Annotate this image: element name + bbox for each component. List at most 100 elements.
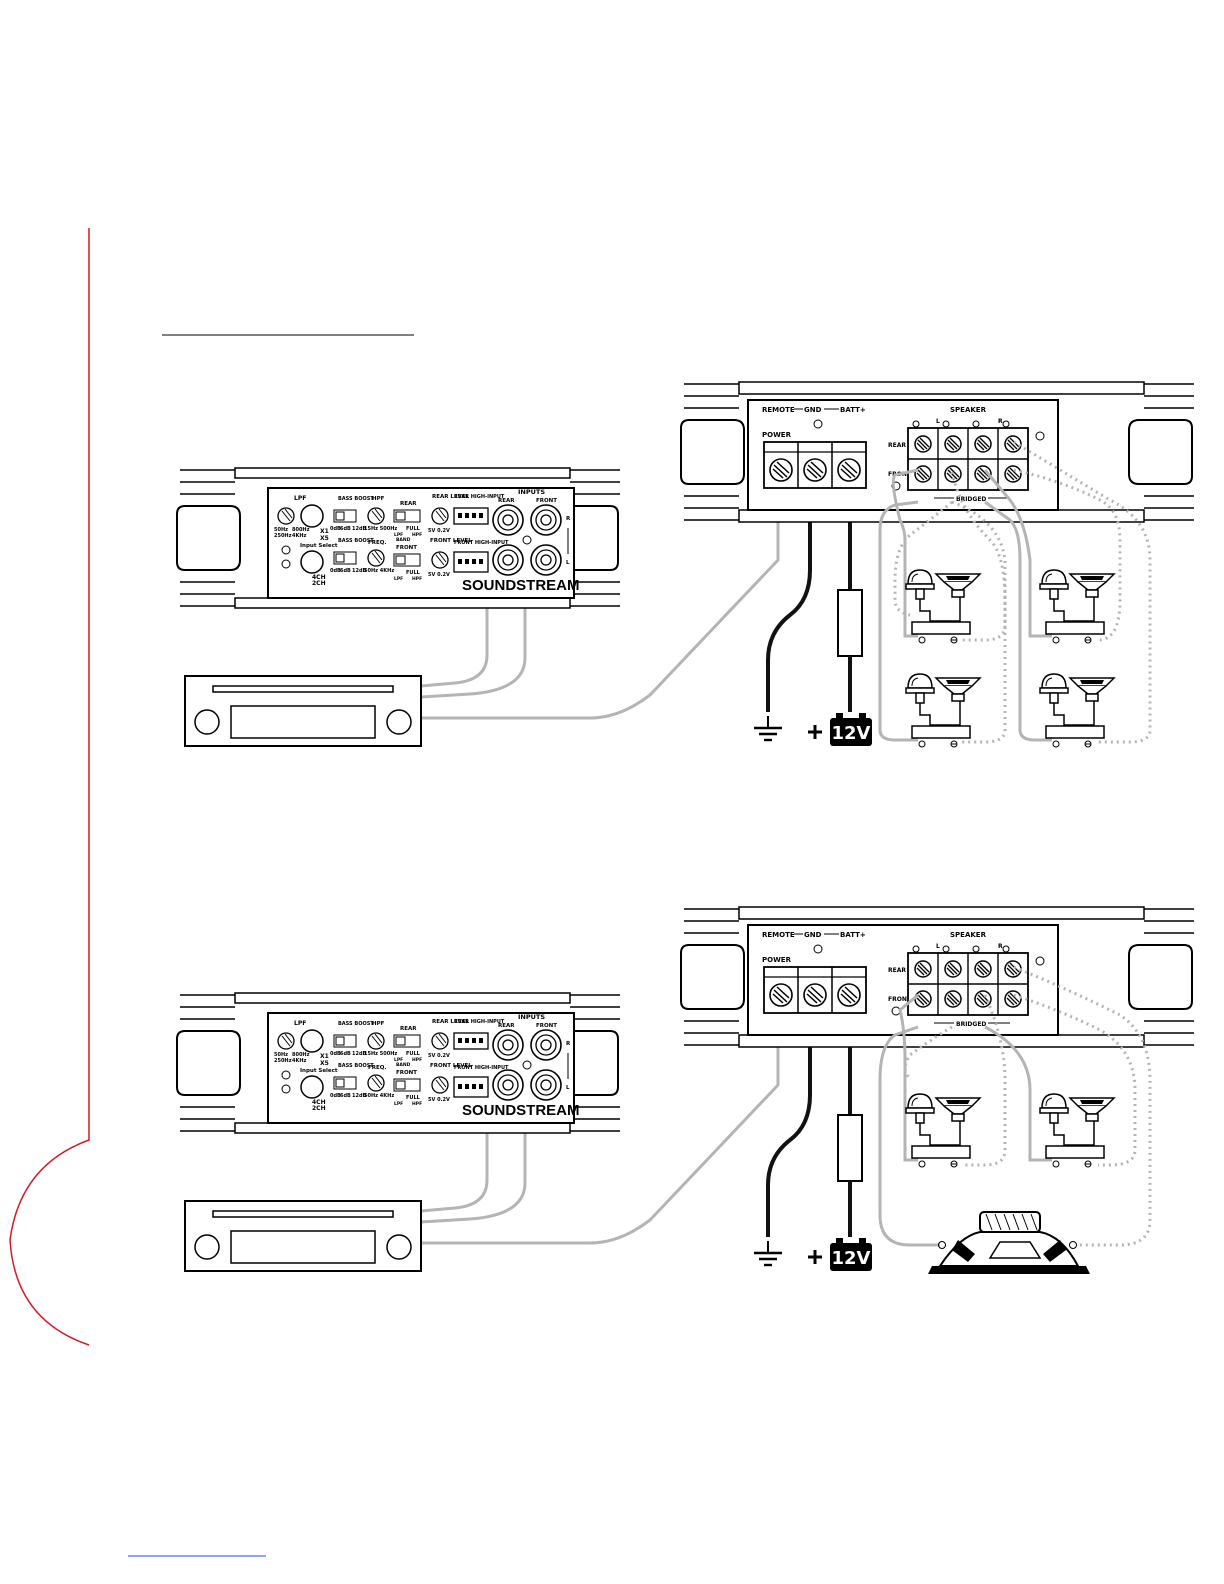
margin-line	[9, 228, 90, 1346]
l-label: L	[566, 1085, 570, 1091]
crossover-plus-terminal	[1052, 740, 1060, 748]
head-unit-knob-right	[386, 1234, 412, 1260]
front-mode-label: FRONT	[396, 1070, 417, 1076]
freq-label: FREQ.	[368, 1065, 387, 1071]
connector-pin	[465, 1084, 469, 1089]
subwoofer-icon	[928, 1266, 1090, 1274]
speaker-terminal-screw	[944, 435, 962, 453]
remote-wire	[421, 500, 780, 720]
switch-knob	[335, 511, 345, 521]
magnet-hatch	[1021, 1213, 1029, 1231]
amp-end-cap-left	[176, 1030, 241, 1096]
rca-front-l	[530, 544, 562, 576]
woofer-icon	[935, 1097, 981, 1122]
level-range-label-2: 5V 0.2V	[428, 1097, 450, 1103]
speaker-terminal-screw	[914, 435, 932, 453]
front-high-input-label: FRONT HIGH-INPUT	[454, 540, 509, 546]
bridged-label: BRIDGED	[956, 496, 986, 503]
hpf-label: HPF	[372, 1021, 385, 1027]
r-label: R	[566, 1041, 571, 1047]
r-label: R	[998, 943, 1003, 950]
amp-top-rail	[738, 381, 1145, 395]
speaker-terminal-screw	[1004, 435, 1022, 453]
speaker-terminal-screw	[944, 960, 962, 978]
ground-wire	[766, 1005, 812, 1237]
input-select-label: Input Select	[300, 543, 338, 549]
crossover-plus-terminal	[918, 1160, 926, 1168]
polarity-mark	[1002, 420, 1010, 428]
db6-label: 6dB	[340, 1051, 351, 1057]
switch-knob	[335, 1036, 345, 1046]
switch-knob	[395, 1080, 406, 1090]
x5-label: X5	[320, 1060, 329, 1067]
polarity-mark	[972, 420, 980, 428]
batt-label: BATT+	[840, 406, 866, 414]
front-level-knob	[431, 1076, 449, 1094]
l-label: L	[566, 560, 570, 566]
bass-boost2-label: BASS BOOST	[338, 538, 374, 544]
subwoofer-terminal-plus	[952, 1240, 975, 1262]
tweeter-icon	[905, 569, 935, 600]
magnet-hatch	[994, 1213, 1002, 1231]
connector-pin	[472, 559, 476, 564]
crossover-plus-terminal	[918, 636, 926, 644]
crossover-box	[911, 725, 971, 739]
ch2-label: 2CH	[312, 1105, 326, 1112]
speaker-wire	[919, 1121, 961, 1146]
connector-pin	[458, 559, 462, 564]
ch4-label: 4CH	[312, 1099, 326, 1106]
lpf-lo-label: 50Hz	[274, 1052, 288, 1058]
rca-rear-r	[492, 504, 524, 536]
input-select-knob	[300, 550, 324, 574]
level-range-label: 5V 0.2V	[428, 1053, 450, 1059]
power-led	[813, 419, 823, 429]
r-label: R	[566, 516, 571, 522]
front-label: FRONT	[888, 996, 912, 1003]
battery-terminal	[859, 1238, 866, 1244]
power-led	[281, 1070, 291, 1080]
front-high-input-label: FRONT HIGH-INPUT	[454, 1065, 509, 1071]
freq-range-label: 50Hz 4KHz	[364, 1093, 394, 1099]
rear-level-label: REAR LEVEL	[432, 494, 470, 500]
lpf-hi2-label: 4KHz	[292, 533, 307, 539]
ch2-label: 2CH	[312, 580, 326, 587]
woofer-icon	[1069, 573, 1115, 598]
connector-pin	[479, 559, 483, 564]
tweeter-icon	[1039, 569, 1069, 600]
power-label: POWER	[762, 431, 792, 439]
gnd-terminal-screw	[803, 458, 827, 482]
amp-bottom-rail	[738, 509, 1145, 523]
rear-label: REAR	[888, 442, 906, 449]
power-label: POWER	[762, 956, 792, 964]
connector-pin	[458, 513, 462, 518]
connector-pin	[479, 1084, 483, 1089]
rca-rear-l	[492, 544, 524, 576]
db0-label: 0dB	[330, 1051, 341, 1057]
indicator-led	[1035, 431, 1045, 441]
db0-label-2: 0dB	[330, 568, 341, 574]
speaker-terminal-screw	[914, 465, 932, 483]
front-level-knob	[431, 551, 449, 569]
connector-pin	[472, 513, 476, 518]
power-led	[813, 944, 823, 954]
magnet-hatch	[985, 1213, 993, 1231]
amp-bottom-rail	[234, 597, 571, 609]
head-unit-slot	[212, 1210, 394, 1218]
front-high-input-connector	[453, 1076, 489, 1098]
band-label: BAND	[396, 537, 411, 543]
polarity-mark	[1002, 945, 1010, 953]
input-rear-label: REAR	[498, 498, 515, 504]
lpf-knob-small	[277, 507, 295, 525]
head-unit-knob-right	[386, 709, 412, 735]
speaker-terminal-screw	[1004, 465, 1022, 483]
brand-logo: SOUNDSTREAM	[462, 1102, 580, 1119]
inputs-label: INPUTS	[518, 488, 545, 496]
lpf-lo-label: 50Hz	[274, 527, 288, 533]
db12-label: 12dB	[352, 526, 367, 532]
amp-top-rail	[234, 992, 571, 1004]
rca-cable-front	[420, 578, 527, 699]
protection-led	[281, 559, 291, 569]
speaker-wire-dotted	[950, 471, 1007, 642]
